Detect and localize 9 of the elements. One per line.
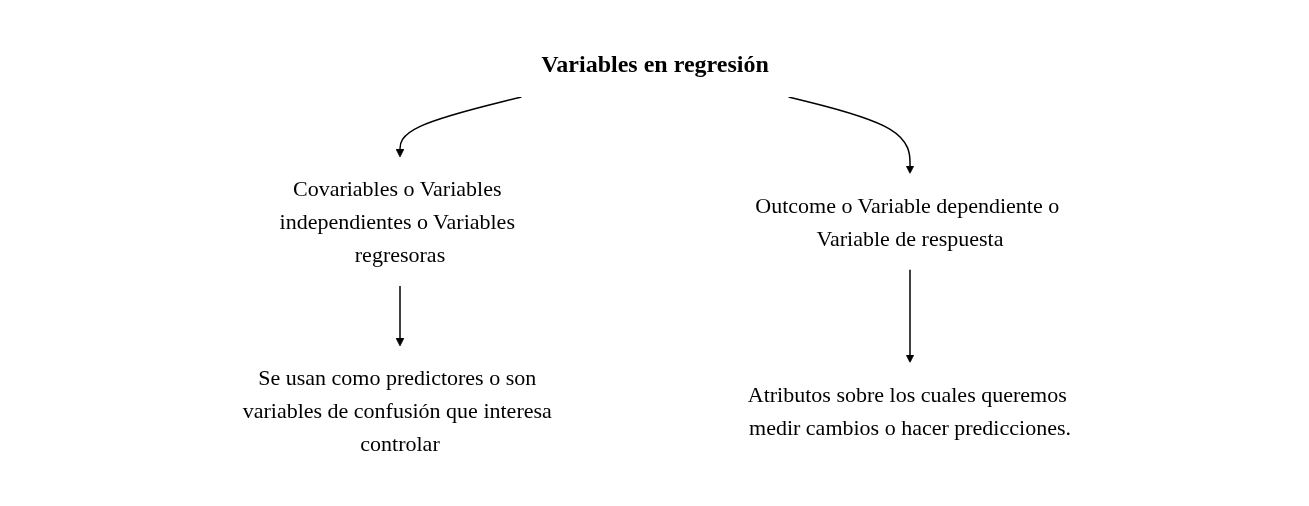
node-text: Atributos sobre los cuales queremos medir cambios o hacer predicciones.	[747, 381, 1071, 440]
node-text: Outcome o Variable dependiente o Variable de respuesta	[754, 192, 1059, 251]
node-text: Variables en regresión	[540, 51, 769, 77]
node-text: Se usan como predictores o son variables de confusión que interesa controlar	[242, 365, 552, 456]
arrow	[395, 96, 522, 158]
node-text: Covariables o Variables independientes o Variables regresoras	[279, 176, 515, 267]
arrow	[787, 96, 914, 174]
arrow	[395, 285, 404, 347]
arrow	[905, 268, 914, 363]
